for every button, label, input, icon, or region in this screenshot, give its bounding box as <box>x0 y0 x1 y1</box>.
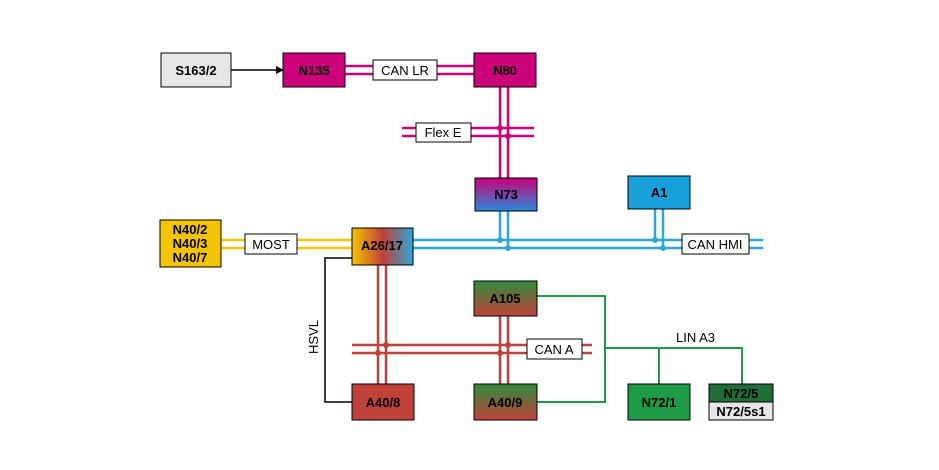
can-hmi-text: CAN HMI <box>688 237 743 252</box>
node-a40-8: A40/8 <box>351 383 415 421</box>
can-lr-label: CAN LR <box>372 59 438 81</box>
node-a40-8-label: A40/8 <box>366 395 401 410</box>
bus-labels: CAN LR Flex E MOST CAN HMI CAN A LIN A3 … <box>244 59 750 360</box>
node-n72-1-label: N72/1 <box>642 395 677 410</box>
node-s163-2: S163/2 <box>160 52 232 88</box>
node-a105-label: A105 <box>489 291 520 306</box>
node-n40-label-2: N40/3 <box>173 236 208 251</box>
can-lr-text: CAN LR <box>381 63 429 78</box>
most-text: MOST <box>252 237 290 252</box>
flex-e-label: Flex E <box>415 122 472 143</box>
node-n80: N80 <box>473 52 537 88</box>
node-a40-9-label: A40/9 <box>488 395 523 410</box>
hsvl-line <box>324 257 352 403</box>
lin-a3-text: LIN A3 <box>676 330 715 345</box>
lin-a3-lines <box>537 295 743 403</box>
node-n73: N73 <box>474 177 538 212</box>
can-hmi-label: CAN HMI <box>681 233 750 255</box>
node-n73-label: N73 <box>494 187 518 202</box>
can-a-text: CAN A <box>534 342 573 357</box>
flex-e-junctions <box>497 125 511 139</box>
node-n40: N40/2 N40/3 N40/7 <box>159 219 222 268</box>
node-n72-5s1-label: N72/5s1 <box>716 404 765 419</box>
node-s163-2-label: S163/2 <box>175 63 216 78</box>
node-n135: N135 <box>282 52 346 88</box>
node-n72-5-label: N72/5 <box>724 386 759 401</box>
can-hmi-junctions <box>497 237 666 251</box>
node-n40-label-3: N40/7 <box>173 250 208 265</box>
node-a1: A1 <box>627 175 691 210</box>
hsvl-text: HSVL <box>306 320 321 354</box>
node-a26-17-label: A26/17 <box>361 238 403 253</box>
node-n135-label: N135 <box>298 63 329 78</box>
node-a26-17: A26/17 <box>351 227 414 266</box>
can-a-lines <box>352 265 592 384</box>
node-a1-label: A1 <box>651 185 668 200</box>
nodes: S163/2 N135 N80 N73 A1 N40/2 N40/3 N40/7… <box>159 52 774 421</box>
node-a40-9: A40/9 <box>473 383 538 421</box>
node-n72-1: N72/1 <box>627 383 691 421</box>
node-a105: A105 <box>473 280 538 317</box>
can-a-label: CAN A <box>526 338 583 360</box>
can-a-junctions <box>375 342 511 356</box>
node-n80-label: N80 <box>493 63 517 78</box>
most-label: MOST <box>244 233 298 255</box>
magenta-vertical <box>498 87 510 178</box>
flex-e-text: Flex E <box>425 125 462 140</box>
node-n72-5: N72/5 N72/5s1 <box>708 383 774 421</box>
node-n40-label-1: N40/2 <box>173 222 208 237</box>
